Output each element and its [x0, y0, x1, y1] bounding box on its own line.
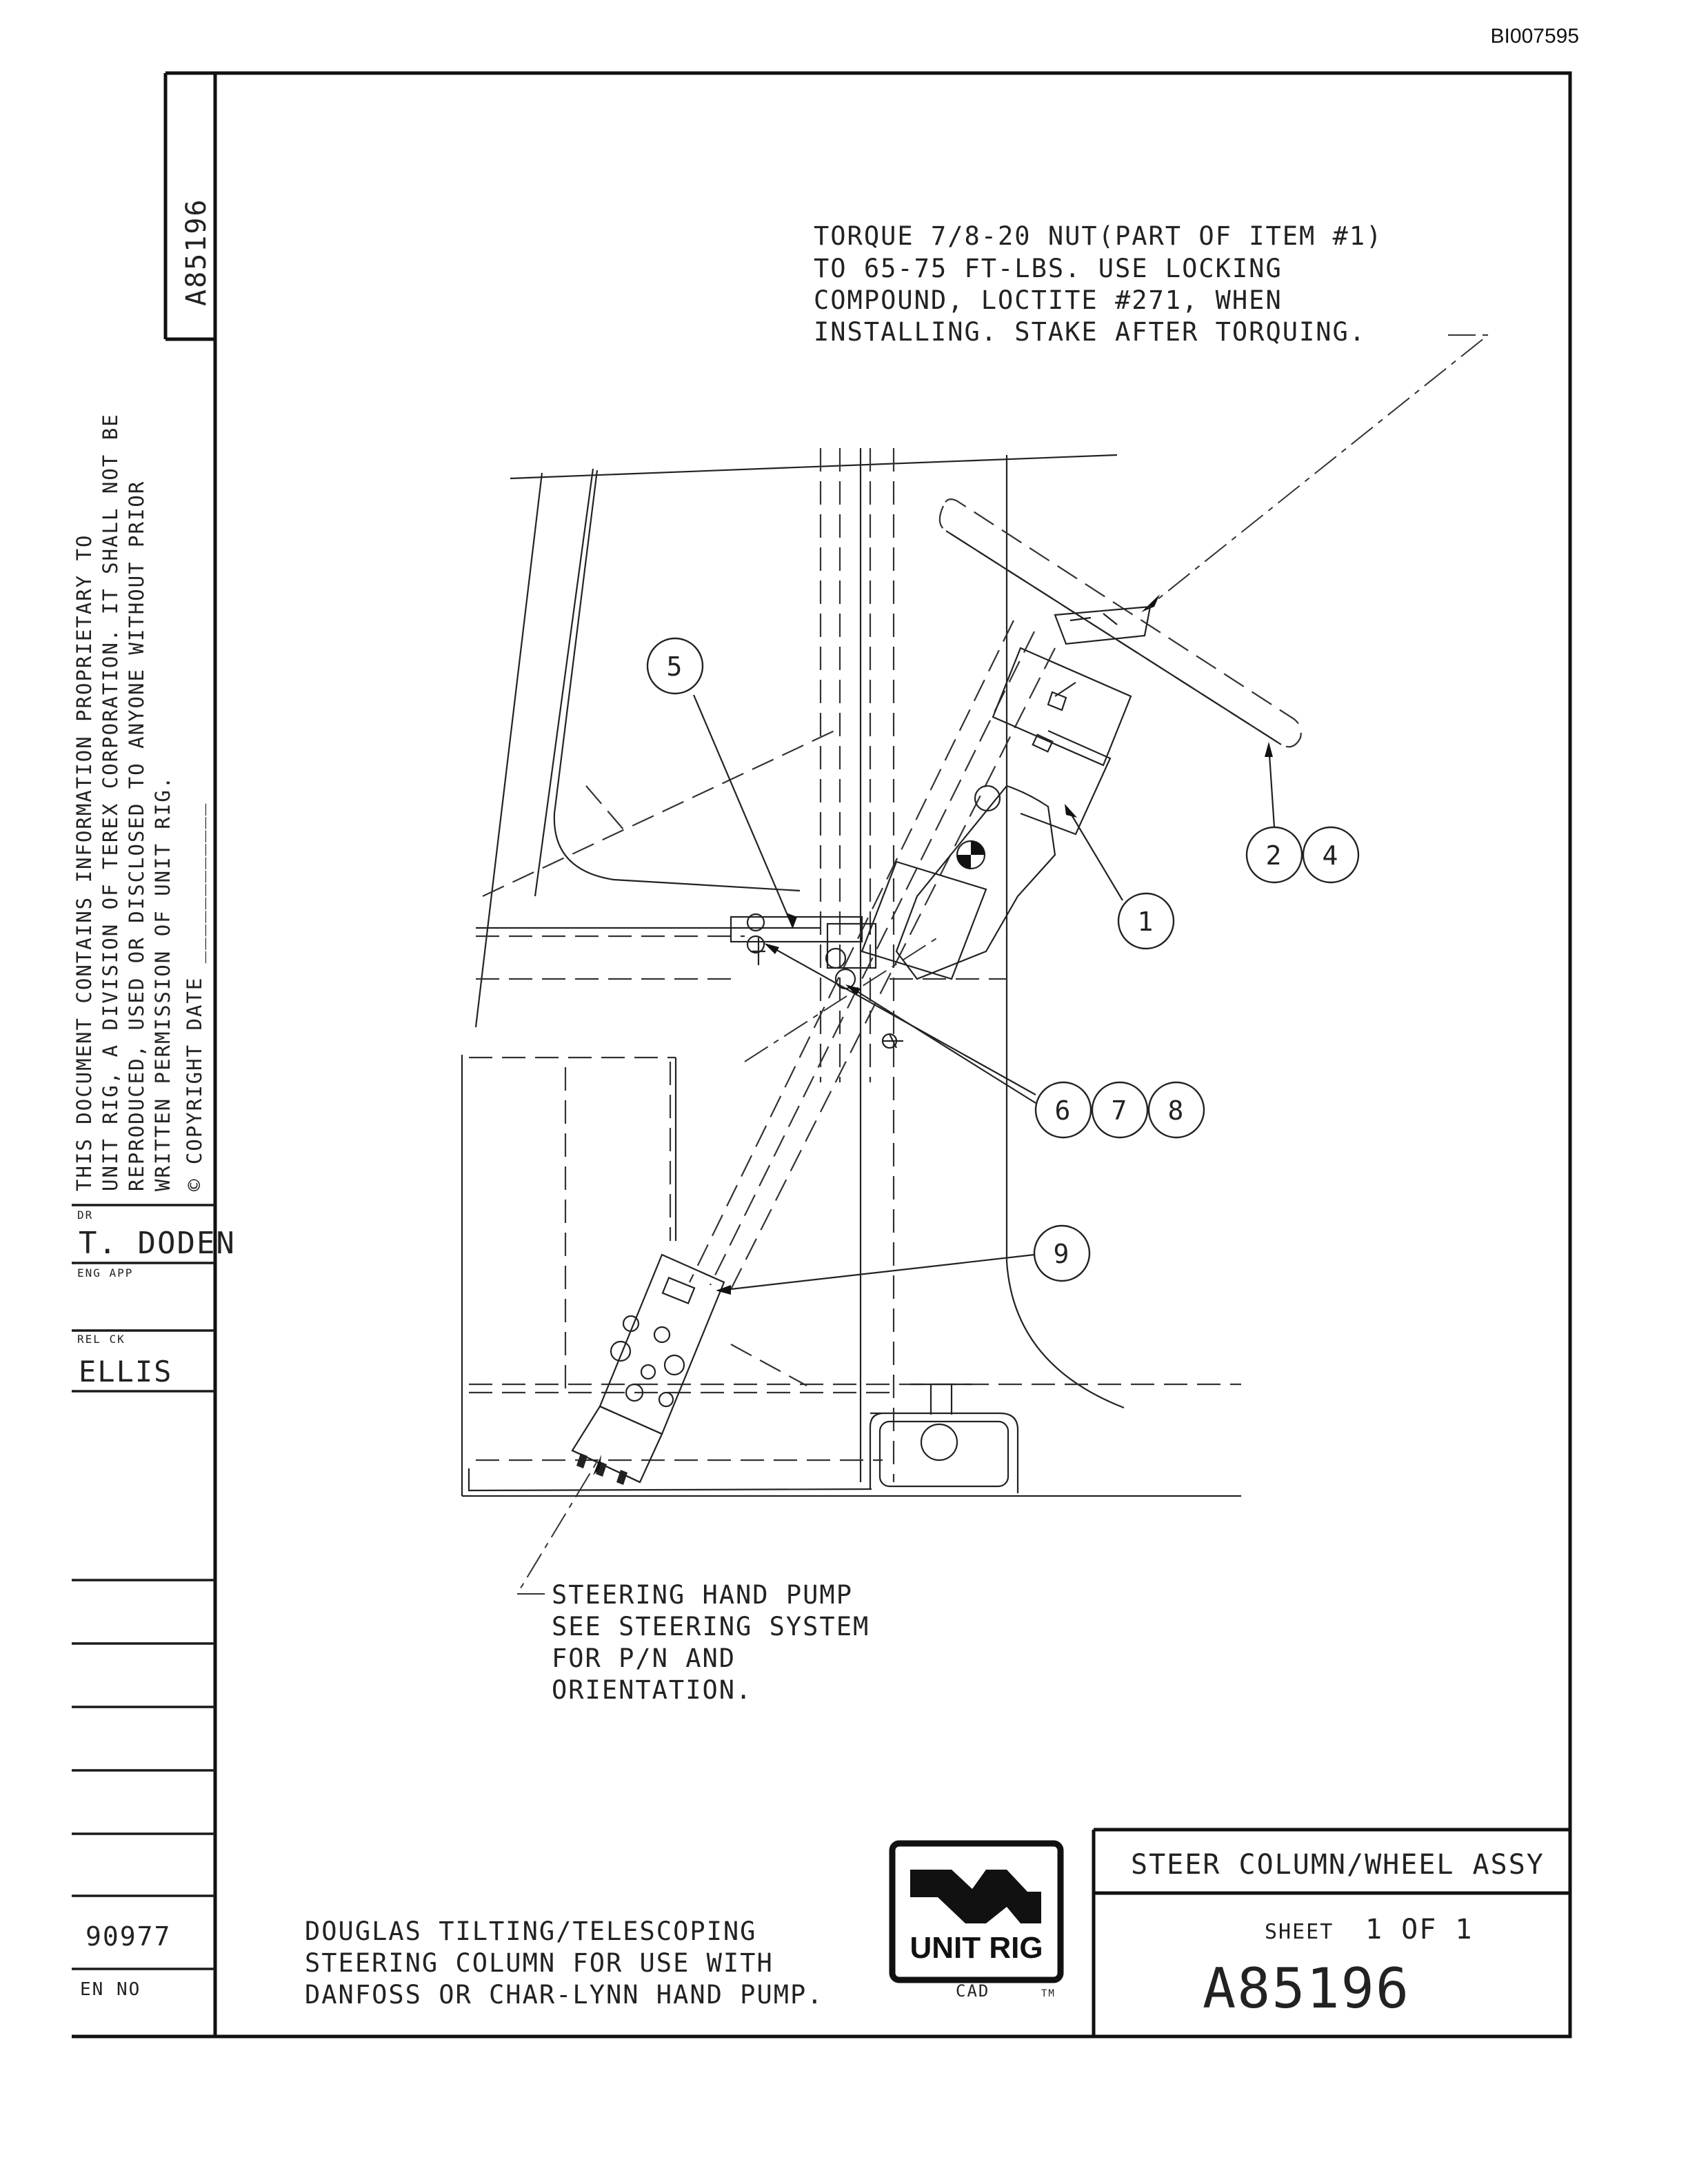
torque-line-2: TO 65-75 FT-LBS. USE LOCKING — [814, 254, 1283, 283]
title-block — [72, 1828, 1570, 2039]
balloon-5-label: 5 — [667, 651, 684, 682]
description-note: DOUGLAS TILTING/TELESCOPING STEERING COL… — [305, 1917, 824, 2010]
pump-arrowhead — [593, 1455, 601, 1475]
balloon-8 — [1147, 1081, 1205, 1139]
pump-leader — [516, 1461, 598, 1595]
rel-ck-label: REL CK — [77, 1333, 125, 1346]
torque-leader — [1149, 334, 1490, 606]
title-block-drawing-no: A85196 — [1203, 1957, 1410, 2021]
balloon-6-label: 6 — [1055, 1095, 1072, 1126]
pump-note: STEERING HAND PUMP SEE STEERING SYSTEM F… — [552, 1580, 870, 1705]
torque-line-4: INSTALLING. STAKE AFTER TORQUING. — [814, 317, 1366, 347]
drawing-frame — [213, 71, 1572, 2039]
steering-column — [689, 620, 1132, 1290]
dr-value: T. DODEN — [79, 1226, 236, 1261]
signature-column — [72, 1204, 215, 2038]
notice-line-4: WRITTEN PERMISSION OF UNIT RIG. — [151, 776, 174, 1191]
torque-note: TORQUE 7/8-20 NUT(PART OF ITEM #1) TO 65… — [814, 221, 1383, 347]
balloon-4 — [1302, 826, 1360, 884]
cab-structure — [461, 448, 1241, 1497]
steering-wheel — [938, 498, 1302, 748]
torque-arrowhead — [1141, 594, 1160, 612]
pump-line-1: STEERING HAND PUMP — [552, 1580, 853, 1610]
sheet-value: 1 OF 1 — [1365, 1914, 1474, 1945]
balloon-2 — [1245, 826, 1303, 884]
hand-pump — [571, 1253, 725, 1485]
balloon-4-label: 4 — [1323, 840, 1340, 871]
en-no-label: EN NO — [80, 1979, 141, 2000]
description-line-2: STEERING COLUMN FOR USE WITH — [305, 1948, 774, 1978]
title-block-title: STEER COLUMN/WHEEL ASSY — [1131, 1849, 1545, 1881]
proprietary-notice: THIS DOCUMENT CONTAINS INFORMATION PROPR… — [72, 413, 207, 1191]
description-line-3: DANFOSS OR CHAR-LYNN HAND PUMP. — [305, 1980, 824, 2010]
torque-line-3: COMPOUND, LOCTITE #271, WHEN — [814, 285, 1283, 315]
balloon-1 — [1117, 892, 1175, 950]
logo-text: UNIT RIG — [910, 1931, 1043, 1965]
balloon-7-label: 7 — [1112, 1095, 1129, 1126]
pump-line-2: SEE STEERING SYSTEM — [552, 1612, 870, 1641]
notice-line-2: UNIT RIG, A DIVISION OF TEREX CORPORATIO… — [99, 413, 122, 1191]
vertical-drawing-no: A85196 — [181, 199, 212, 307]
balloon-8-label: 8 — [1168, 1095, 1185, 1126]
notice-line-3: REPRODUCED, USED OR DISCLOSED TO ANYONE … — [125, 481, 148, 1191]
pump-line-4: ORIENTATION. — [552, 1675, 752, 1705]
unit-rig-logo: UNIT RIG — [889, 1840, 1064, 1983]
pump-line-3: FOR P/N AND — [552, 1644, 736, 1673]
balloon-7 — [1091, 1081, 1149, 1139]
en-no-value: 90977 — [86, 1921, 171, 1952]
balloon-9 — [1033, 1224, 1091, 1282]
balloon-2-label: 2 — [1266, 840, 1283, 871]
dr-label: DR — [77, 1209, 93, 1222]
balloon-9-label: 9 — [1054, 1239, 1071, 1269]
item-balloons: 5 1 2 4 6 7 8 9 — [646, 637, 1360, 1295]
doc-id: BI007595 — [1491, 25, 1579, 48]
copyright-line: © COPYRIGHT DATE ____________ — [183, 802, 207, 1191]
balloon-5 — [646, 637, 704, 695]
eng-app-label: ENG APP — [77, 1266, 133, 1280]
balloon-6 — [1034, 1081, 1092, 1139]
notice-line-1: THIS DOCUMENT CONTAINS INFORMATION PROPR… — [72, 534, 96, 1191]
balloon-1-label: 1 — [1138, 907, 1155, 937]
rel-ck-value: ELLIS — [79, 1355, 172, 1388]
torque-line-1: TORQUE 7/8-20 NUT(PART OF ITEM #1) — [814, 221, 1383, 251]
description-line-1: DOUGLAS TILTING/TELESCOPING — [305, 1917, 756, 1946]
sheet-label: SHEET — [1265, 1920, 1334, 1944]
logo-tm: TM — [1041, 1988, 1056, 1999]
logo-cad: CAD — [956, 1981, 989, 2001]
